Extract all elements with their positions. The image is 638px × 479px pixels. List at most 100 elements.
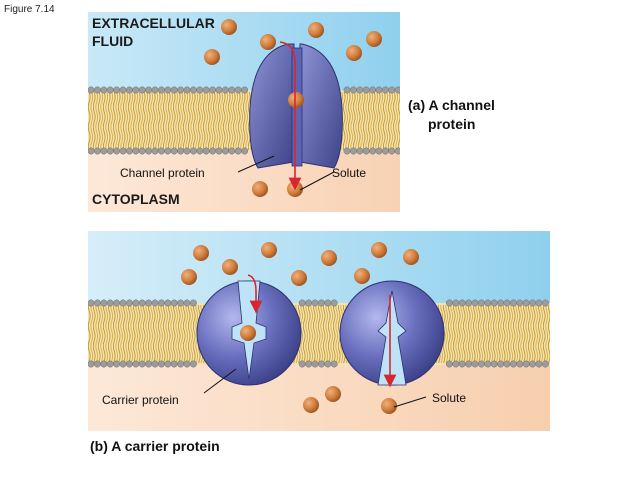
- lipid-heads-top-b: [88, 299, 549, 307]
- lipid-head: [529, 299, 537, 307]
- lipid-head: [170, 360, 178, 368]
- lipid-head: [497, 360, 505, 368]
- lipid-head: [241, 147, 249, 155]
- lipid-head: [88, 86, 95, 94]
- lipid-head: [375, 147, 383, 155]
- extracellular-label: EXTRACELLULAR FLUID: [92, 14, 252, 50]
- lipid-head: [477, 299, 485, 307]
- lipid-head: [458, 360, 466, 368]
- solute-molecule: [193, 245, 209, 261]
- transport-arrow: [279, 41, 302, 191]
- lipid-head: [311, 360, 319, 368]
- lipid-head: [490, 299, 498, 307]
- lipid-head: [157, 86, 165, 94]
- lipid-head: [298, 299, 306, 307]
- lipid-head: [388, 86, 396, 94]
- lipid-head: [138, 147, 146, 155]
- lipid-head: [170, 299, 178, 307]
- figure-label: Figure 7.14: [4, 4, 55, 15]
- lipid-head: [157, 299, 165, 307]
- solute-molecule: [354, 268, 370, 284]
- lipid-head: [305, 299, 313, 307]
- lipid-head: [100, 86, 108, 94]
- lipid-head: [119, 147, 127, 155]
- solute-molecule: [181, 269, 197, 285]
- lipid-head: [522, 299, 530, 307]
- lipid-head: [93, 147, 101, 155]
- lipid-head: [145, 299, 153, 307]
- lipid-head: [497, 299, 505, 307]
- lipid-head: [234, 147, 242, 155]
- lipid-head: [509, 360, 517, 368]
- lipid-head: [100, 299, 108, 307]
- lipid-head: [132, 147, 140, 155]
- lipid-head: [93, 86, 101, 94]
- cytoplasm-region: [88, 152, 400, 212]
- solute-molecule: [222, 259, 238, 275]
- lipid-head: [445, 299, 453, 307]
- solute-molecule: [371, 242, 387, 258]
- carrier-protein-open-inside: [339, 280, 445, 386]
- lipid-head: [151, 86, 159, 94]
- lipid-head: [484, 299, 492, 307]
- lipid-head: [445, 360, 453, 368]
- solute-molecule: [325, 386, 341, 402]
- carrier-protein-leader: [203, 368, 237, 394]
- lipid-head: [375, 86, 383, 94]
- lipid-head: [330, 299, 338, 307]
- lipid-head: [381, 147, 389, 155]
- solute-molecule: [308, 22, 324, 38]
- channel-protein-leader: [237, 155, 275, 173]
- cytoplasm-region-b: [88, 364, 550, 431]
- lipid-head: [189, 299, 197, 307]
- solute-label-a: Solute: [332, 166, 367, 180]
- lipid-head: [356, 147, 364, 155]
- solute-molecule: [260, 34, 276, 50]
- lipid-head: [490, 360, 498, 368]
- lipid-head: [221, 86, 229, 94]
- lipid-head: [138, 360, 146, 368]
- lipid-head: [93, 360, 101, 368]
- solute-molecule: [288, 92, 304, 108]
- lipid-head: [170, 86, 178, 94]
- lipid-head: [119, 360, 127, 368]
- lipid-head: [125, 86, 133, 94]
- lipid-tails-b: [88, 305, 550, 363]
- lipid-head: [93, 299, 101, 307]
- lipid-head: [381, 86, 389, 94]
- extracellular-label-line2: FLUID: [92, 33, 134, 49]
- lipid-head: [151, 147, 159, 155]
- lipid-head: [170, 147, 178, 155]
- lipid-head: [324, 360, 332, 368]
- lipid-head: [189, 147, 197, 155]
- lipid-head: [164, 86, 172, 94]
- lipid-head: [356, 86, 364, 94]
- lipid-head: [88, 147, 95, 155]
- lipid-heads-bottom: [88, 147, 400, 155]
- solute-molecule: [240, 325, 256, 341]
- solute-label-b: Solute: [432, 391, 467, 405]
- lipid-head: [100, 360, 108, 368]
- lipid-head: [88, 360, 95, 368]
- solute-leader-b: [393, 396, 427, 408]
- lipid-head: [164, 299, 172, 307]
- lipid-head: [145, 86, 153, 94]
- lipid-head: [305, 360, 313, 368]
- panel-a-channel-protein: [88, 12, 400, 212]
- lipid-head: [541, 299, 549, 307]
- lipid-head: [183, 147, 191, 155]
- lipid-tails: [88, 92, 400, 150]
- lipid-head: [125, 360, 133, 368]
- lipid-head: [317, 360, 325, 368]
- solute-molecule: [381, 398, 397, 414]
- lipid-head: [394, 86, 400, 94]
- transport-arrow-in: [247, 274, 263, 314]
- lipid-head: [330, 360, 338, 368]
- lipid-head: [516, 360, 524, 368]
- lipid-head: [343, 147, 351, 155]
- lipid-head: [369, 86, 377, 94]
- lipid-head: [541, 360, 549, 368]
- lipid-head: [196, 86, 204, 94]
- lipid-head: [311, 299, 319, 307]
- lipid-head: [100, 147, 108, 155]
